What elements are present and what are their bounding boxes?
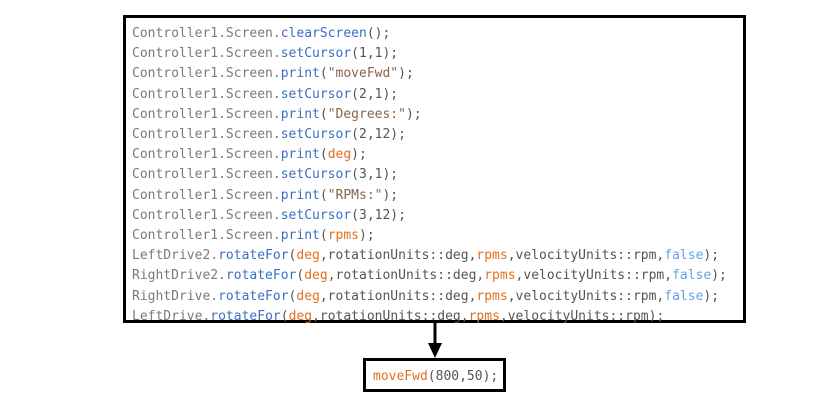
code-token-method: print: [280, 187, 320, 203]
code-token-punct: ,velocityUnits::rpm,: [515, 268, 673, 284]
code-token-obj: Controller1.Screen.: [132, 127, 281, 143]
code-token-bool: false: [664, 248, 704, 264]
code-token-string: "RPMs:": [327, 187, 383, 203]
code-token-var: rpms: [484, 268, 516, 284]
code-line: Controller1.Screen.print("Degrees:");: [132, 105, 743, 125]
code-line: Controller1.Screen.clearScreen();: [132, 24, 743, 44]
code-token-string: "Degrees:": [327, 106, 406, 122]
code-token-punct: (: [280, 308, 289, 324]
code-token-punct: (2,1);: [351, 86, 399, 102]
code-token-punct: );: [398, 66, 414, 82]
code-token-method: setCursor: [280, 167, 352, 183]
code-token-obj: Controller1.Screen.: [132, 26, 281, 41]
code-token-punct: (: [288, 288, 297, 304]
code-token-obj: Controller1.Screen.: [132, 66, 281, 82]
code-token-punct: ,velocityUnits::rpm,: [507, 248, 665, 264]
code-token-punct: ,rotationUnits::deg,: [319, 248, 477, 264]
code-token-punct: ,rotationUnits::deg,: [319, 288, 477, 304]
code-token-punct: );: [703, 288, 720, 304]
code-token-method: setCursor: [280, 46, 352, 62]
code-token-punct: );: [382, 187, 399, 203]
code-token-obj: Controller1.Screen.: [132, 167, 281, 183]
code-token-obj: Controller1.Screen.: [132, 228, 281, 244]
code-line: LeftDrive2.rotateFor(deg,rotationUnits::…: [132, 246, 743, 266]
code-token-obj: RightDrive2.: [132, 268, 226, 284]
code-token-method: print: [280, 228, 320, 244]
code-token-var: rpms: [327, 228, 359, 244]
code-line: Controller1.Screen.setCursor(2,12);: [132, 125, 743, 145]
code-token-method: rotateFor: [225, 268, 297, 284]
code-token-obj: LeftDrive2.: [132, 248, 219, 264]
code-line: Controller1.Screen.print("RPMs:");: [132, 186, 743, 206]
code-token-obj: Controller1.Screen.: [132, 187, 281, 203]
code-token-var: deg: [296, 288, 320, 304]
code-token-bool: false: [664, 288, 704, 304]
code-token-obj: LeftDrive.: [132, 308, 211, 324]
code-line: RightDrive2.rotateFor(deg,rotationUnits:…: [132, 266, 743, 286]
code-line: Controller1.Screen.setCursor(1,1);: [132, 44, 743, 64]
code-line: Controller1.Screen.setCursor(2,1);: [132, 85, 743, 105]
code-token-punct: (: [319, 147, 328, 163]
code-token-punct: (3,1);: [351, 167, 399, 183]
code-token-var: rpms: [468, 308, 500, 324]
code-token-punct: (800,50);: [427, 369, 499, 384]
function-call-block: moveFwd(800,50);: [363, 358, 506, 392]
code-token-punct: );: [405, 106, 422, 122]
code-token-punct: (: [319, 228, 328, 244]
code-token-punct: );: [703, 248, 720, 264]
code-token-method: rotateFor: [218, 288, 289, 304]
code-line: Controller1.Screen.print(rpms);: [132, 226, 743, 246]
code-token-bool: false: [672, 268, 712, 284]
code-token-method: print: [280, 66, 320, 82]
code-line: RightDrive.rotateFor(deg,rotationUnits::…: [132, 287, 743, 307]
arrowhead-icon: [428, 343, 442, 358]
code-line: Controller1.Screen.print("moveFwd");: [132, 64, 743, 84]
code-token-method: print: [280, 106, 320, 122]
code-token-obj: Controller1.Screen.: [132, 106, 281, 122]
code-token-obj: Controller1.Screen.: [132, 86, 281, 102]
code-token-string: "moveFwd": [327, 66, 399, 82]
code-token-punct: ();: [366, 26, 391, 41]
code-token-var: moveFwd: [373, 369, 428, 384]
code-line: Controller1.Screen.setCursor(3,1);: [132, 165, 743, 185]
code-token-var: deg: [304, 268, 328, 284]
code-token-punct: (1,1);: [351, 46, 399, 62]
code-token-var: rpms: [476, 288, 508, 304]
code-token-method: rotateFor: [218, 248, 289, 264]
code-line: LeftDrive.rotateFor(deg,rotationUnits::d…: [132, 307, 743, 327]
code-token-obj: RightDrive.: [132, 288, 219, 304]
code-token-var: deg: [296, 248, 320, 264]
code-token-punct: );: [359, 228, 375, 244]
code-token-punct: ,rotationUnits::deg,: [312, 308, 469, 324]
code-token-method: clearScreen: [280, 26, 367, 41]
code-token-obj: Controller1.Screen.: [132, 46, 281, 62]
code-token-punct: (: [319, 187, 328, 203]
code-token-var: deg: [288, 308, 313, 324]
code-token-method: rotateFor: [210, 308, 281, 324]
function-body-block: Controller1.Screen.clearScreen();Control…: [123, 15, 746, 324]
code-token-obj: Controller1.Screen.: [132, 207, 281, 223]
code-token-method: setCursor: [280, 127, 352, 143]
code-token-var: rpms: [476, 248, 508, 264]
code-token-method: setCursor: [280, 86, 352, 102]
code-token-punct: (2,12);: [351, 127, 406, 143]
code-token-punct: (: [319, 66, 328, 82]
code-token-var: deg: [327, 147, 352, 163]
code-token-punct: );: [351, 147, 367, 163]
code-token-method: print: [280, 147, 320, 163]
code-token-punct: (: [296, 268, 305, 284]
code-token-punct: ,velocityUnits::rpm,: [507, 288, 665, 304]
code-token-punct: (: [288, 248, 297, 264]
code-line: Controller1.Screen.setCursor(3,12);: [132, 206, 743, 226]
code-token-punct: );: [711, 268, 727, 284]
code-token-punct: ,velocityUnits::rpm);: [499, 308, 665, 324]
code-line: Controller1.Screen.print(deg);: [132, 145, 743, 165]
code-line: moveFwd(800,50);: [373, 367, 503, 387]
code-token-punct: (: [319, 106, 328, 122]
code-token-obj: Controller1.Screen.: [132, 147, 281, 163]
code-token-punct: (3,12);: [351, 207, 406, 223]
code-token-punct: ,rotationUnits::deg,: [327, 268, 485, 284]
code-token-method: setCursor: [280, 207, 352, 223]
